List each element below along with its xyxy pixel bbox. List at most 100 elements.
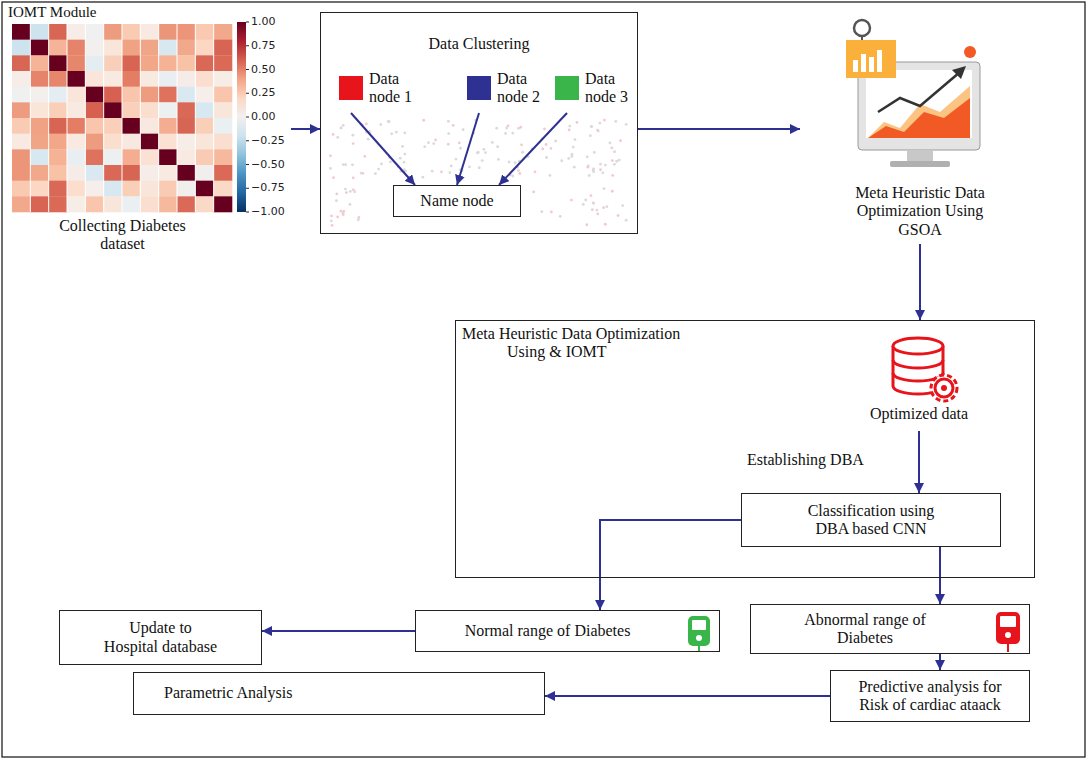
- heatmap-cell: [67, 196, 86, 212]
- scatter-dot: [367, 138, 370, 141]
- scatter-dot: [618, 159, 621, 162]
- scatter-dot: [559, 215, 562, 218]
- scatter-dot: [596, 213, 599, 216]
- heatmap-cell: [104, 87, 123, 103]
- flow-arrow: [499, 113, 567, 185]
- cluster-panel: Data ClusteringData node 1Data node 2Dat…: [320, 12, 638, 234]
- scatter-dot: [592, 202, 595, 205]
- scatter-dot: [330, 219, 333, 222]
- flow-arrow: [918, 431, 920, 493]
- scatter-dot: [543, 128, 546, 131]
- scatter-dot: [331, 224, 334, 227]
- node-label: Data node 3: [585, 70, 631, 107]
- scatter-dot: [491, 141, 494, 144]
- heatmap-cell: [12, 134, 31, 150]
- scatter-dot: [574, 138, 577, 141]
- heatmap-cell: [195, 134, 214, 150]
- heatmap-cell: [104, 196, 123, 212]
- heatmap-cell: [159, 24, 178, 40]
- scatter-dot: [521, 151, 524, 154]
- scatter-dot: [484, 151, 487, 154]
- monitor-neck: [907, 150, 933, 162]
- node-caption: Collecting Diabetes dataset: [40, 217, 205, 254]
- dataset-module: IOMT ModuleCollecting Diabetes dataset: [6, 3, 291, 255]
- analytics-icon: [846, 20, 980, 167]
- scatter-dot: [452, 124, 455, 127]
- scatter-dot: [342, 124, 345, 127]
- trend-arrowhead: [952, 66, 966, 79]
- heatmap-cell: [140, 149, 159, 165]
- heatmap-cell: [104, 181, 123, 197]
- heatmap-grid: [67, 24, 68, 212]
- scatter-dot: [329, 154, 332, 157]
- meter-strip: [1007, 644, 1009, 652]
- heatmap-cell: [214, 55, 233, 71]
- heatmap-cell: [159, 134, 178, 150]
- scatter-dot: [332, 133, 335, 136]
- heatmap-cell: [104, 165, 123, 181]
- heatmap-cell: [159, 149, 178, 165]
- scatter-dot: [592, 169, 595, 172]
- heatmap-cell: [49, 149, 68, 165]
- heatmap-cell: [12, 181, 31, 197]
- process-box: Update to Hospital database: [59, 610, 262, 665]
- colorbar-label: 1.00: [251, 15, 276, 28]
- colorbar-tick: [246, 93, 249, 94]
- colorbar-tick: [246, 45, 249, 46]
- scatter-dot: [603, 119, 606, 122]
- scatter-dot: [621, 204, 624, 207]
- heatmap-cell: [195, 149, 214, 165]
- heatmap-cell: [159, 165, 178, 181]
- heatmap-grid: [177, 24, 178, 212]
- scatter-dot: [431, 170, 434, 173]
- heatmap-grid: [30, 24, 31, 212]
- scatter-dot: [592, 168, 595, 171]
- heatmap-cell: [30, 181, 49, 197]
- heatmap-cell: [195, 87, 214, 103]
- heatmap-cell: [12, 40, 31, 56]
- heatmap-cell: [140, 165, 159, 181]
- scatter-dot: [336, 215, 339, 218]
- marker-dot: [964, 46, 976, 58]
- colorbar-label: −0.25: [251, 134, 285, 147]
- scatter-dot: [401, 145, 404, 148]
- scatter-dot: [625, 219, 628, 222]
- glucose-meter-abnormal: [996, 612, 1020, 652]
- heatmap-cell: [49, 102, 68, 118]
- area-chart: [868, 98, 970, 138]
- heatmap-cell: [214, 196, 233, 212]
- scatter-dot: [573, 166, 576, 169]
- scatter-dot: [610, 147, 613, 150]
- heatmap-cell: [195, 71, 214, 87]
- scatter-dot: [511, 132, 514, 135]
- heatmap-cell: [177, 165, 196, 181]
- scatter-dot: [567, 157, 570, 160]
- heatmap-cell: [140, 40, 159, 56]
- scatter-dot: [613, 150, 616, 153]
- scatter-dot: [571, 155, 574, 158]
- scatter-dot: [432, 142, 435, 145]
- colorbar-ticks: [246, 22, 249, 212]
- node-label: Data node 1: [369, 70, 415, 107]
- scatter-dot: [550, 211, 553, 214]
- result-box: Normal range of Diabetes: [415, 610, 720, 652]
- heatmap-cell: [85, 165, 104, 181]
- scatter-dot: [440, 170, 443, 173]
- heatmap-cell: [85, 71, 104, 87]
- scatter-dot: [447, 120, 450, 123]
- heatmap-cell: [122, 71, 141, 87]
- heatmap-cell: [177, 55, 196, 71]
- heatmap-cell: [177, 102, 196, 118]
- scatter-dot: [614, 120, 617, 123]
- colorbar-tick: [246, 140, 249, 141]
- scatter-dot: [534, 170, 537, 173]
- heatmap-cell: [140, 24, 159, 40]
- scatter-dot: [545, 156, 548, 159]
- scatter-dot: [596, 129, 599, 132]
- gear: [935, 379, 953, 397]
- process-box: Name node: [393, 185, 521, 217]
- colorbar-label: −1.00: [251, 205, 285, 218]
- scatter-dot: [617, 214, 620, 217]
- scatter-dot: [496, 145, 499, 148]
- scatter-dot: [572, 146, 575, 149]
